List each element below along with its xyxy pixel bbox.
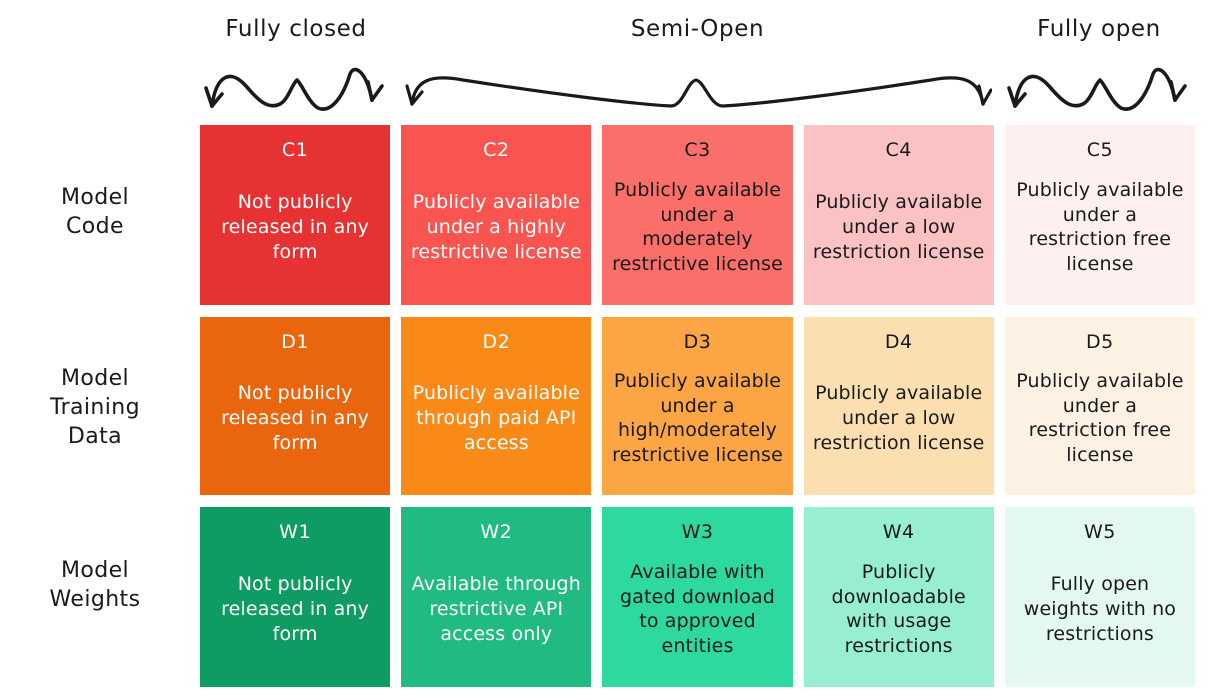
row-label-line: Weights — [49, 587, 141, 613]
cell-code: D1 — [281, 331, 309, 353]
cell-description: Publicly available under a highly restri… — [410, 191, 582, 263]
cell-description: Publicly available under a high/moderate… — [612, 370, 783, 467]
matrix-cell-w5[interactable]: W5 Fully open weights with no restrictio… — [1004, 507, 1196, 687]
cell-description: Not publicly released in any form — [221, 573, 370, 645]
wide-brace-icon — [403, 60, 992, 122]
cell-description: Not publicly released in any form — [221, 191, 370, 263]
cell-code: C1 — [281, 139, 309, 161]
matrix-row-model-weights: W1 Not publicly released in any form W2 … — [200, 507, 1196, 687]
openness-header-fully-closed: Fully closed — [225, 16, 367, 42]
squiggle-brace-icon — [200, 60, 392, 122]
cell-code: C5 — [1086, 139, 1114, 161]
cell-code: C2 — [483, 139, 510, 161]
cell-description: Publicly available under a restriction f… — [1016, 179, 1184, 276]
matrix-cell-c2[interactable]: C2 Publicly available under a highly res… — [401, 125, 592, 305]
cell-description: Not publicly released in any form — [221, 382, 370, 454]
row-label-model-weights: Model Weights — [0, 556, 190, 614]
cell-description: Publicly available under a low restricti… — [812, 191, 985, 263]
matrix-cell-w4[interactable]: W4 Publicly downloadable with usage rest… — [803, 507, 994, 687]
row-label-line: Training — [49, 395, 140, 421]
matrix-cell-c1[interactable]: C1 Not publicly released in any form — [200, 125, 391, 305]
row-label-line: Code — [66, 214, 124, 240]
matrix-cell-d5[interactable]: D5 Publicly available under a restrictio… — [1004, 317, 1196, 495]
cell-code: W4 — [882, 521, 915, 543]
matrix-row-model-training-data: D1 Not publicly released in any form D2 … — [200, 317, 1196, 495]
cell-code: W2 — [480, 521, 513, 543]
matrix-cell-w1[interactable]: W1 Not publicly released in any form — [200, 507, 391, 687]
row-label-model-code: Model Code — [0, 183, 190, 241]
cell-description: Publicly downloadable with usage restric… — [831, 561, 966, 658]
row-label-line: Data — [67, 424, 123, 450]
matrix-cell-d4[interactable]: D4 Publicly available under a low restri… — [803, 317, 994, 495]
matrix-cell-d1[interactable]: D1 Not publicly released in any form — [200, 317, 391, 495]
squiggle-brace-icon — [1003, 60, 1195, 122]
cell-code: W3 — [681, 521, 714, 543]
matrix-cell-d3[interactable]: D3 Publicly available under a high/moder… — [602, 317, 793, 495]
cell-description: Available with gated download to approve… — [620, 561, 775, 658]
matrix-cell-c4[interactable]: C4 Publicly available under a low restri… — [803, 125, 994, 305]
cell-code: W1 — [279, 521, 312, 543]
cell-code: D5 — [1086, 331, 1114, 353]
cell-code: D2 — [482, 331, 511, 353]
matrix-cell-c5[interactable]: C5 Publicly available under a restrictio… — [1004, 125, 1196, 305]
row-label-model-training-data: Model Training Data — [0, 364, 190, 451]
row-label-line: Model — [60, 558, 130, 583]
openness-header-semi-open: Semi-Open — [630, 16, 765, 42]
matrix-row-model-code: C1 Not publicly released in any form C2 … — [200, 125, 1196, 305]
cell-description: Publicly available through paid API acce… — [412, 382, 580, 454]
matrix-cell-w2[interactable]: W2 Available through restrictive API acc… — [401, 507, 592, 687]
cell-description: Fully open weights with no restrictions — [1023, 573, 1177, 645]
cell-description: Available through restrictive API access… — [411, 573, 581, 645]
cell-code: D4 — [884, 331, 913, 353]
cell-code: D3 — [683, 331, 712, 353]
matrix-cell-d2[interactable]: D2 Publicly available through paid API a… — [401, 317, 592, 495]
cell-description: Publicly available under a restriction f… — [1016, 370, 1184, 467]
matrix-cell-c3[interactable]: C3 Publicly available under a moderately… — [602, 125, 793, 305]
row-label-line: Model — [60, 366, 130, 391]
openness-header-fully-open: Fully open — [1037, 16, 1161, 42]
matrix-cell-w3[interactable]: W3 Available with gated download to appr… — [602, 507, 793, 687]
cell-code: C4 — [885, 139, 912, 161]
cell-code: W5 — [1083, 521, 1116, 543]
row-label-line: Model — [60, 185, 130, 210]
cell-description: Publicly available under a low restricti… — [812, 382, 985, 454]
cell-description: Publicly available under a moderately re… — [612, 179, 783, 276]
cell-code: C3 — [684, 139, 711, 161]
